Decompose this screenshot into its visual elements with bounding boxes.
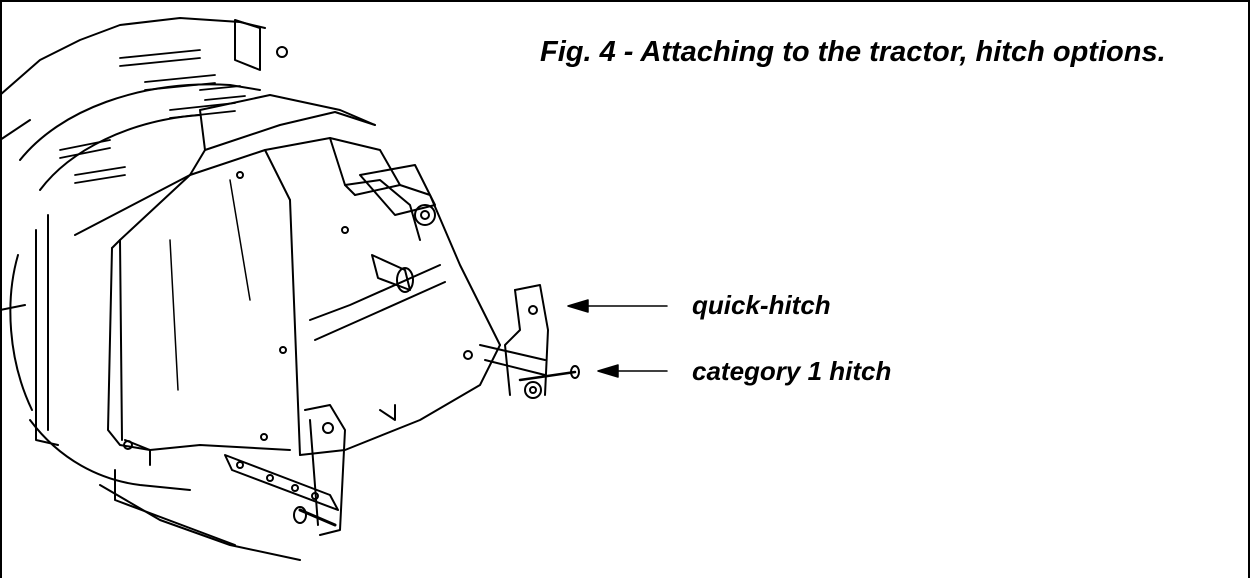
right-hitch bbox=[463, 284, 580, 399]
quick-hitch-label: quick-hitch bbox=[692, 290, 831, 320]
rotor-bars bbox=[59, 49, 246, 184]
quick-hitch-arrowhead bbox=[567, 299, 589, 313]
side-frame bbox=[299, 164, 501, 456]
drum-housing bbox=[0, 17, 301, 561]
category1-hitch-arrowhead bbox=[597, 364, 619, 378]
callout-arrows bbox=[567, 299, 668, 378]
main-hood bbox=[74, 94, 401, 456]
category-1-hitch-label: category 1 hitch bbox=[692, 356, 892, 386]
lower-hitch bbox=[123, 404, 346, 536]
figure-caption: Fig. 4 - Attaching to the tractor, hitch… bbox=[540, 36, 1166, 68]
